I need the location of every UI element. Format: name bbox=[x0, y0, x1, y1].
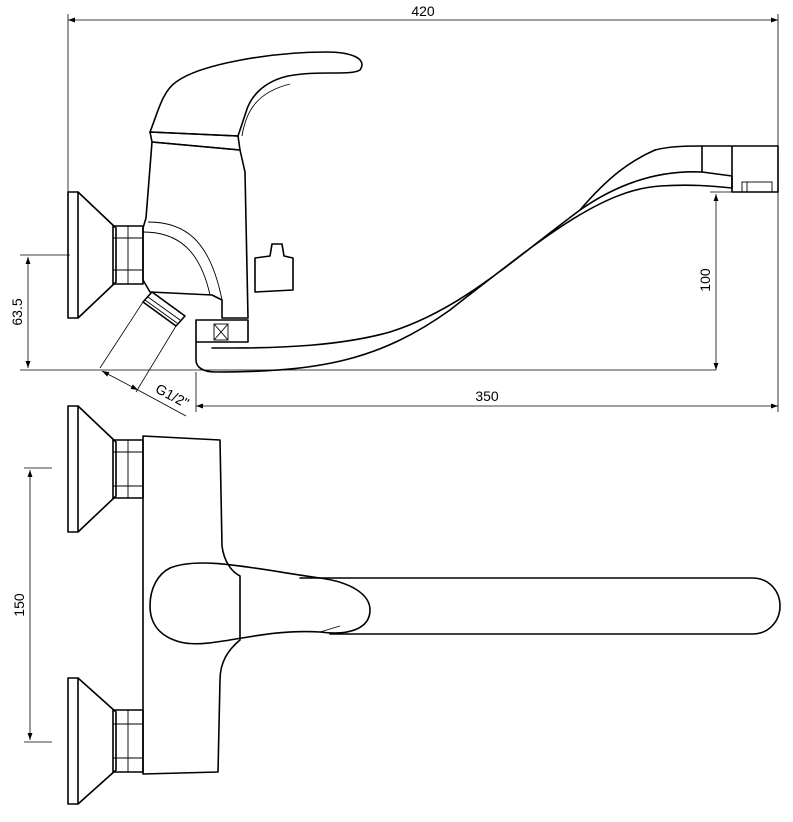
dimension-inlet-height: 63.5 bbox=[9, 254, 70, 368]
dimension-inlet-spacing: 150 bbox=[11, 467, 52, 743]
top-lever-handle bbox=[149, 562, 371, 645]
dimension-spout-reach: 350 bbox=[195, 192, 779, 412]
top-lower-flange bbox=[67, 677, 117, 805]
side-inlet-thread bbox=[142, 291, 186, 327]
label-overall-length: 420 bbox=[411, 3, 435, 19]
top-spout bbox=[299, 577, 781, 635]
top-valve-body bbox=[142, 435, 241, 775]
label-inlet-height: 63.5 bbox=[9, 298, 25, 325]
top-upper-hex-nut bbox=[112, 439, 144, 499]
dimension-thread-size: G1/2" bbox=[99, 301, 192, 417]
label-inlet-spacing: 150 bbox=[11, 593, 27, 617]
top-lower-hex-nut bbox=[112, 709, 144, 773]
side-aerator bbox=[654, 145, 779, 193]
label-spout-height: 100 bbox=[697, 268, 713, 292]
side-wall-flange bbox=[67, 191, 117, 319]
side-view bbox=[67, 51, 779, 373]
side-swivel-collar bbox=[195, 319, 249, 343]
top-upper-flange bbox=[67, 405, 117, 533]
dimension-spout-height: 100 bbox=[697, 191, 742, 370]
side-spout bbox=[195, 170, 733, 373]
side-hex-nut bbox=[112, 225, 144, 285]
side-valve-body bbox=[142, 141, 249, 319]
side-lever-handle bbox=[149, 51, 363, 137]
dimension-overall-length: 420 bbox=[67, 3, 779, 192]
top-view bbox=[67, 405, 781, 805]
side-knob bbox=[254, 243, 294, 293]
label-thread-size: G1/2" bbox=[153, 380, 192, 411]
label-spout-reach: 350 bbox=[475, 388, 499, 404]
